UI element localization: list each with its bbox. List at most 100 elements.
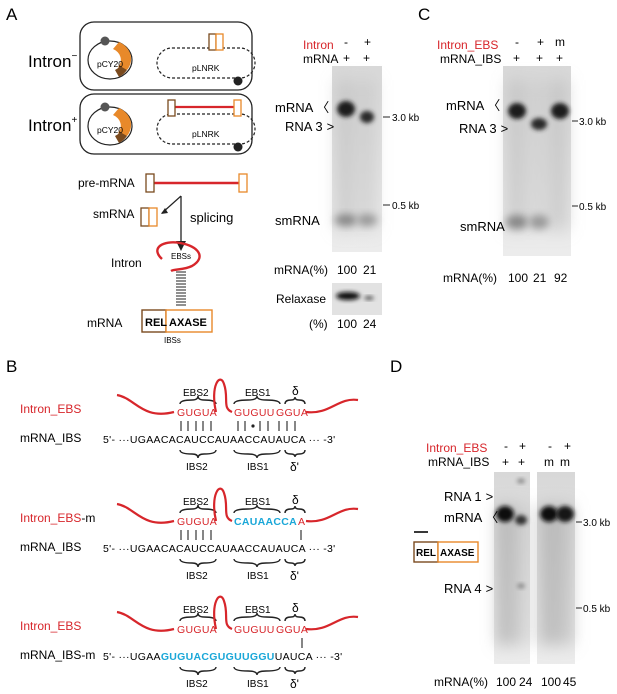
intron-lariat bbox=[156, 241, 201, 273]
a-row1-label: Intron bbox=[303, 38, 334, 52]
c-quant-2: 21 bbox=[533, 271, 547, 285]
a-row2-mark-2: + bbox=[363, 51, 370, 65]
smrna-exon1 bbox=[140, 207, 150, 227]
d-band-mrna-lane2 bbox=[515, 515, 527, 525]
panel-c-letter: C bbox=[418, 5, 430, 24]
b1-ibs2: IBS2 bbox=[186, 462, 208, 473]
rel-label: REL bbox=[145, 317, 167, 329]
b1-ebs2: EBS2 bbox=[183, 388, 209, 399]
intron-mrna-binding: Intron EBSs mRNA REL AXASE IBSs bbox=[87, 241, 213, 345]
b2-ibs1: IBS1 bbox=[247, 571, 269, 582]
b3-top-seq-b: GUGUU bbox=[234, 624, 275, 636]
c-marker-high: 3.0 kb bbox=[579, 117, 607, 128]
pcy20-insert-brown-plus bbox=[115, 132, 127, 143]
exon1-box-minus bbox=[208, 33, 217, 51]
intron-minus-row: Intron− pCY20 pLNRK bbox=[28, 21, 256, 91]
splicing-label: splicing bbox=[190, 210, 233, 225]
pcy20-insert-brown bbox=[115, 66, 127, 77]
d-row1-mark-2: + bbox=[519, 439, 526, 453]
b1-deltap-brace bbox=[284, 449, 306, 458]
exon2-box-minus bbox=[215, 33, 224, 51]
intron-plus-row: Intron+ pCY20 pLNRK bbox=[28, 93, 256, 155]
b2-ibs2: IBS2 bbox=[186, 571, 208, 582]
c-row1-mark-2: + bbox=[537, 35, 544, 49]
c-smear bbox=[508, 80, 567, 230]
a-mrna-band-label: mRNA〈 bbox=[275, 100, 329, 115]
smrna-label: smRNA bbox=[93, 207, 134, 221]
a-row1-mark-2: + bbox=[364, 35, 371, 49]
d-quant-3: 100 bbox=[541, 675, 561, 689]
a-rna3-band-label: RNA 3> bbox=[285, 119, 334, 134]
plnrk-ori-minus bbox=[233, 76, 243, 86]
b3-bottom-seq: 5'- ···UGAAGUGUACGUGUUGGUUAUCA ··· -3' bbox=[103, 651, 342, 663]
a-marker-low: 0.5 kb bbox=[392, 201, 420, 212]
b2-intron-right bbox=[305, 507, 359, 523]
a-quant-label: mRNA(%) bbox=[274, 263, 328, 277]
d-band-mrna-lane1 bbox=[496, 506, 514, 522]
d-row2-mark-3: m bbox=[544, 455, 554, 469]
relaxase-val-1: 100 bbox=[337, 317, 357, 331]
plnrk-plasmid-plus bbox=[156, 113, 256, 145]
b3-ebs1: EBS1 bbox=[245, 605, 271, 616]
pcy20-label-minus: pCY20 bbox=[97, 59, 123, 69]
b1-delta: δ bbox=[292, 384, 299, 398]
pcy20-plasmid-plus bbox=[87, 106, 133, 146]
d-row1-mark-3: - bbox=[548, 439, 552, 453]
d-band-rna1-lane2 bbox=[517, 478, 525, 484]
b2-deltap: δ' bbox=[290, 569, 299, 583]
b1-top-seq-a: GUGUA bbox=[177, 407, 217, 419]
d-row1-mark-1: - bbox=[504, 439, 508, 453]
c-band-rna3-lane2 bbox=[531, 118, 547, 130]
smrna-exon2 bbox=[148, 207, 158, 227]
b1-ibs1-brace bbox=[233, 449, 281, 459]
d-axase-label: AXASE bbox=[440, 548, 475, 559]
c-row2-mark-1: + bbox=[513, 51, 520, 65]
c-band-smrna-lane2 bbox=[529, 215, 549, 229]
plnrk-plasmid-minus bbox=[156, 47, 256, 79]
b1-ebs1: EBS1 bbox=[245, 388, 271, 399]
b2-ibs2-brace bbox=[179, 558, 217, 568]
relaxase-pct-label: (%) bbox=[309, 317, 328, 331]
b3-delta-brace bbox=[284, 613, 306, 622]
b1-intron-left bbox=[116, 393, 175, 415]
c-marker-low: 0.5 kb bbox=[579, 202, 607, 213]
a-row1-mark-1: - bbox=[344, 35, 348, 49]
d-smear bbox=[498, 505, 572, 645]
a-band-mrna-lane1 bbox=[337, 101, 355, 117]
c-band-smrna-lane1 bbox=[506, 215, 528, 229]
d-row1-mark-4: + bbox=[564, 439, 571, 453]
c-quant-3: 92 bbox=[554, 271, 568, 285]
plnrk-label-plus: pLNRK bbox=[192, 129, 220, 139]
d-row1-label: Intron_EBS bbox=[426, 441, 487, 455]
panel-d-letter: D bbox=[390, 357, 402, 376]
c-row2-mark-2: + bbox=[536, 51, 543, 65]
b2-intron-left bbox=[116, 502, 175, 524]
b2-intron-loop bbox=[213, 487, 233, 523]
a-quant-1: 100 bbox=[337, 263, 357, 277]
b-row-2: Intron_EBS-m mRNA_IBS EBS2 EBS1 δ GUGUA … bbox=[20, 487, 359, 583]
d-mrna-band-label: mRNA〈 bbox=[444, 510, 498, 525]
plnrk-ori-plus bbox=[233, 142, 243, 152]
intron-label-a: Intron bbox=[111, 256, 142, 270]
b2-top-seq-b: CAUAACCA bbox=[234, 516, 297, 528]
d-band-rna4-lane2 bbox=[517, 583, 525, 589]
panel-a-blot: Intron mRNA - + + + mRNA〈 RNA 3> smRNA 3… bbox=[274, 35, 420, 331]
panel-b-letter: B bbox=[6, 357, 17, 376]
b1-delta-brace bbox=[284, 396, 306, 405]
base-pair-dashes bbox=[176, 271, 186, 306]
b1-top-seq-b: GUGUU bbox=[234, 407, 275, 419]
b1-ibs2-brace bbox=[179, 449, 217, 459]
b3-ibs1-brace bbox=[233, 666, 281, 676]
relaxase-label: Relaxase bbox=[276, 292, 326, 306]
exon1-box-plus bbox=[167, 99, 176, 117]
cell-outline-plus bbox=[79, 93, 253, 155]
b1-top-label: Intron_EBS bbox=[20, 402, 81, 416]
c-smrna-band-label: smRNA bbox=[460, 219, 505, 234]
d-rna4-band-label: RNA 4> bbox=[444, 581, 493, 596]
d-axase-box bbox=[437, 541, 479, 563]
splicing-schematic: pre-mRNA smRNA splicing bbox=[78, 173, 248, 251]
b3-top-seq-c: GGUA bbox=[276, 624, 308, 636]
b2-top-label: Intron_EBS-m bbox=[20, 511, 95, 525]
b3-ibs2: IBS2 bbox=[186, 679, 208, 690]
b1-ebs1-brace bbox=[233, 395, 281, 405]
